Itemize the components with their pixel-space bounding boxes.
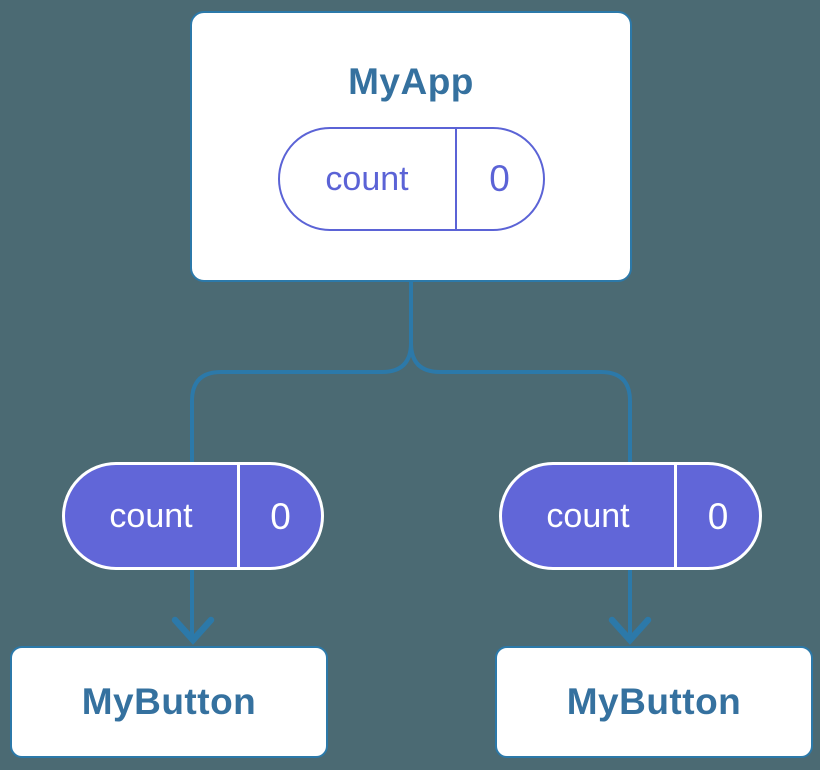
button-node-right-title: MyButton: [566, 680, 742, 722]
prop-pill-right: count 0: [499, 462, 762, 570]
prop-pill-left-value: 0: [237, 465, 321, 567]
button-node-left: MyButton: [10, 646, 328, 758]
app-node: MyApp count 0: [190, 11, 632, 282]
button-node-right: MyButton: [495, 646, 813, 758]
connector-right-branch: [409, 282, 632, 640]
arrowhead-left-icon: [171, 616, 215, 645]
state-pill-label: count: [325, 159, 409, 198]
prop-pill-left: count 0: [62, 462, 324, 570]
button-node-left-title: MyButton: [81, 680, 257, 722]
arrowhead-right-icon: [608, 616, 652, 645]
state-pill: count 0: [277, 126, 545, 231]
app-node-title: MyApp: [348, 61, 474, 103]
state-pill-value: 0: [454, 128, 543, 229]
prop-pill-right-label: count: [546, 497, 630, 535]
prop-pill-left-label: count: [109, 497, 193, 535]
connector-left-branch: [190, 282, 413, 640]
prop-pill-right-value: 0: [674, 465, 759, 567]
